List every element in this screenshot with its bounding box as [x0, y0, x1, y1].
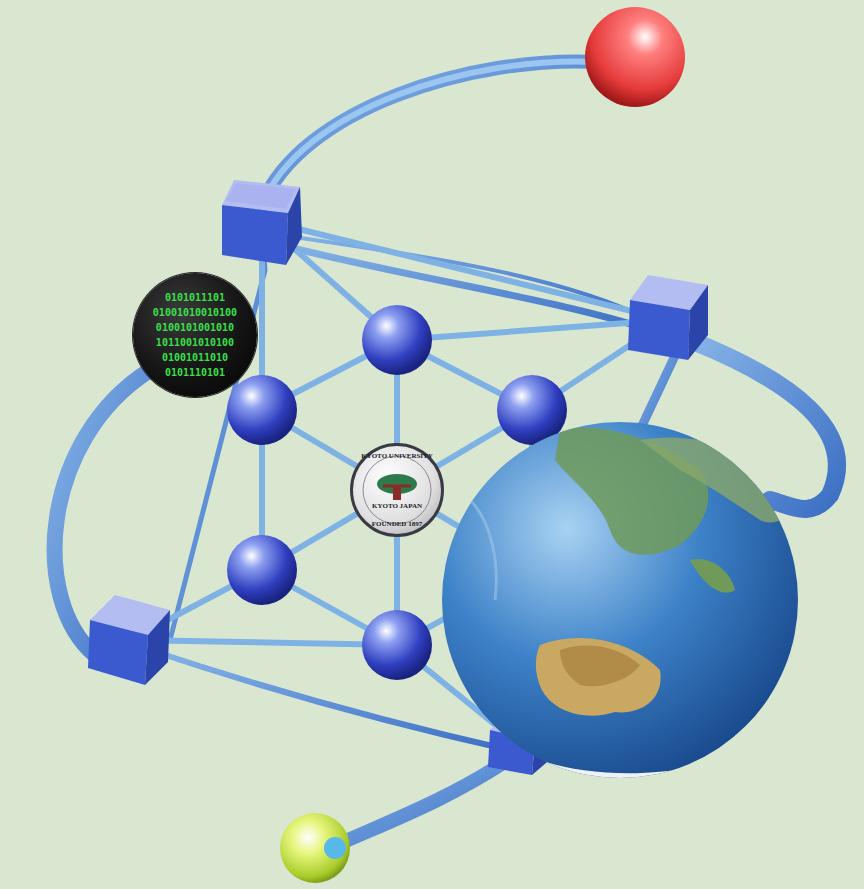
seal-text: KYOTO UNIVERSITY [353, 452, 441, 460]
binary-digits: 01001011010 [162, 350, 228, 365]
red-sphere [585, 7, 685, 107]
university-seal: KYOTO UNIVERSITY KYOTO JAPAN FOUNDED 1897 [350, 443, 444, 537]
binary-digits: 01001010010100 [153, 305, 237, 320]
binary-digits: 1011001010100 [156, 335, 234, 350]
binary-digits: 0101011101 [165, 290, 225, 305]
ribbon-tip [324, 837, 346, 859]
earth-globe [442, 422, 798, 800]
ribbons [55, 61, 837, 848]
seal-text: KYOTO JAPAN [353, 502, 441, 510]
yellow-sphere [280, 813, 350, 883]
binary-digits: 0101110101 [165, 365, 225, 380]
binary-sphere: 0101011101010010100101000100101001010101… [133, 273, 257, 397]
network-cubes [88, 180, 708, 775]
seal-text: FOUNDED 1897 [353, 520, 441, 528]
binary-digits: 0100101001010 [156, 320, 234, 335]
